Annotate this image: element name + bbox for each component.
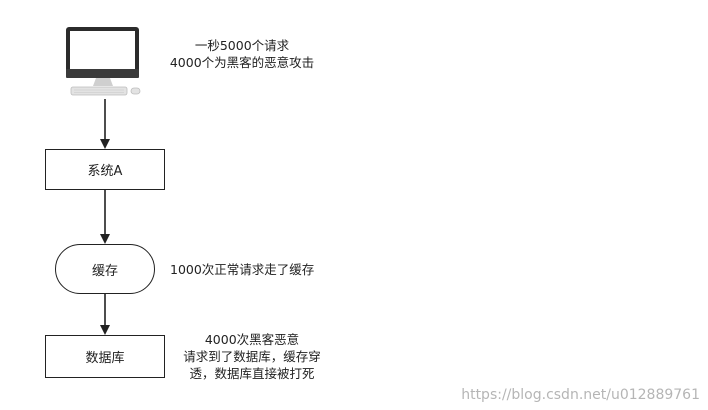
- database-note: 4000次黑客恶意 请求到了数据库，缓存穿 透，数据库直接被打死: [172, 331, 332, 382]
- database-note-line-1: 4000次黑客恶意: [204, 332, 300, 347]
- request-note-line-1: 一秒5000个请求: [194, 38, 290, 53]
- watermark: https://blog.csdn.net/u012889761: [461, 387, 700, 403]
- system-a-label: 系统A: [87, 164, 123, 179]
- request-note-line-2: 4000个为黑客的恶意攻击: [169, 55, 315, 70]
- cache-label: 缓存: [91, 263, 118, 279]
- database-note-line-3: 透，数据库直接被打死: [189, 366, 315, 381]
- database-note-line-2: 请求到了数据库，缓存穿: [183, 349, 321, 364]
- system-a-node: 系统A: [45, 149, 165, 190]
- request-note: 一秒5000个请求 4000个为黑客的恶意攻击: [162, 37, 322, 71]
- desktop-computer-icon: [66, 27, 141, 96]
- database-label: 数据库: [85, 351, 125, 366]
- cache-note: 1000次正常请求走了缓存: [170, 262, 315, 277]
- cache-node: 缓存: [55, 244, 155, 294]
- database-node: 数据库: [45, 335, 165, 378]
